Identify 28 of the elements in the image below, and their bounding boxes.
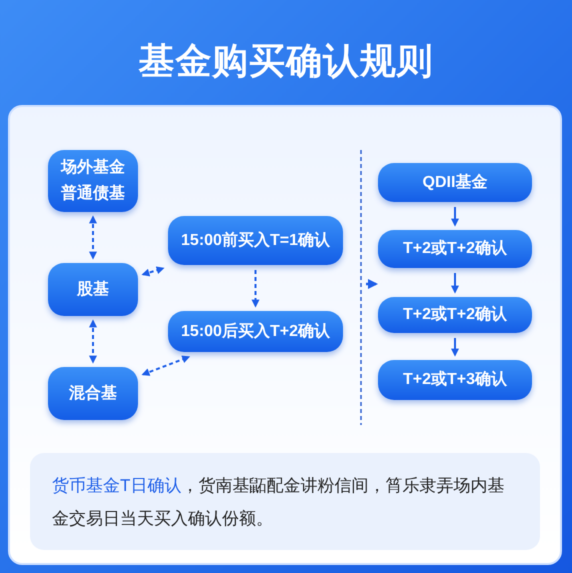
process-box [378, 360, 532, 400]
process-box [168, 216, 343, 265]
arrow [451, 338, 459, 357]
box-label: 混合基 [69, 384, 117, 404]
arrow [89, 319, 97, 364]
arrow [252, 270, 260, 308]
arrow [89, 215, 97, 260]
box-label: T+2或T+3确认 [402, 370, 508, 390]
title: 基金购买确认规则 [137, 39, 435, 83]
process-box [48, 367, 138, 420]
box-label: T+2或T+2确认 [402, 304, 508, 325]
process-box [168, 311, 343, 352]
arrow [451, 207, 459, 227]
box-label: T+2或T+2确认 [402, 238, 508, 259]
box-label: 股基 [77, 280, 109, 300]
process-box [378, 230, 532, 268]
box-label: 场外基金普通债基 [60, 158, 126, 204]
note-text: 货币基金T日确认，货南基鼫配金讲粉信间，筲乐隶弄场内基金交易日当天买入确认份额。 [52, 474, 506, 530]
box-label: QDII基金 [422, 172, 488, 192]
process-box [378, 297, 532, 333]
process-box [378, 163, 532, 202]
box-label: 15:00后买入T+2确认 [181, 321, 330, 342]
arrow [142, 356, 190, 376]
process-box [48, 150, 138, 212]
arrow [451, 273, 459, 294]
process-box [48, 263, 138, 316]
box-label: 15:00前买入T=1确认 [181, 230, 330, 250]
arrow [141, 266, 165, 276]
